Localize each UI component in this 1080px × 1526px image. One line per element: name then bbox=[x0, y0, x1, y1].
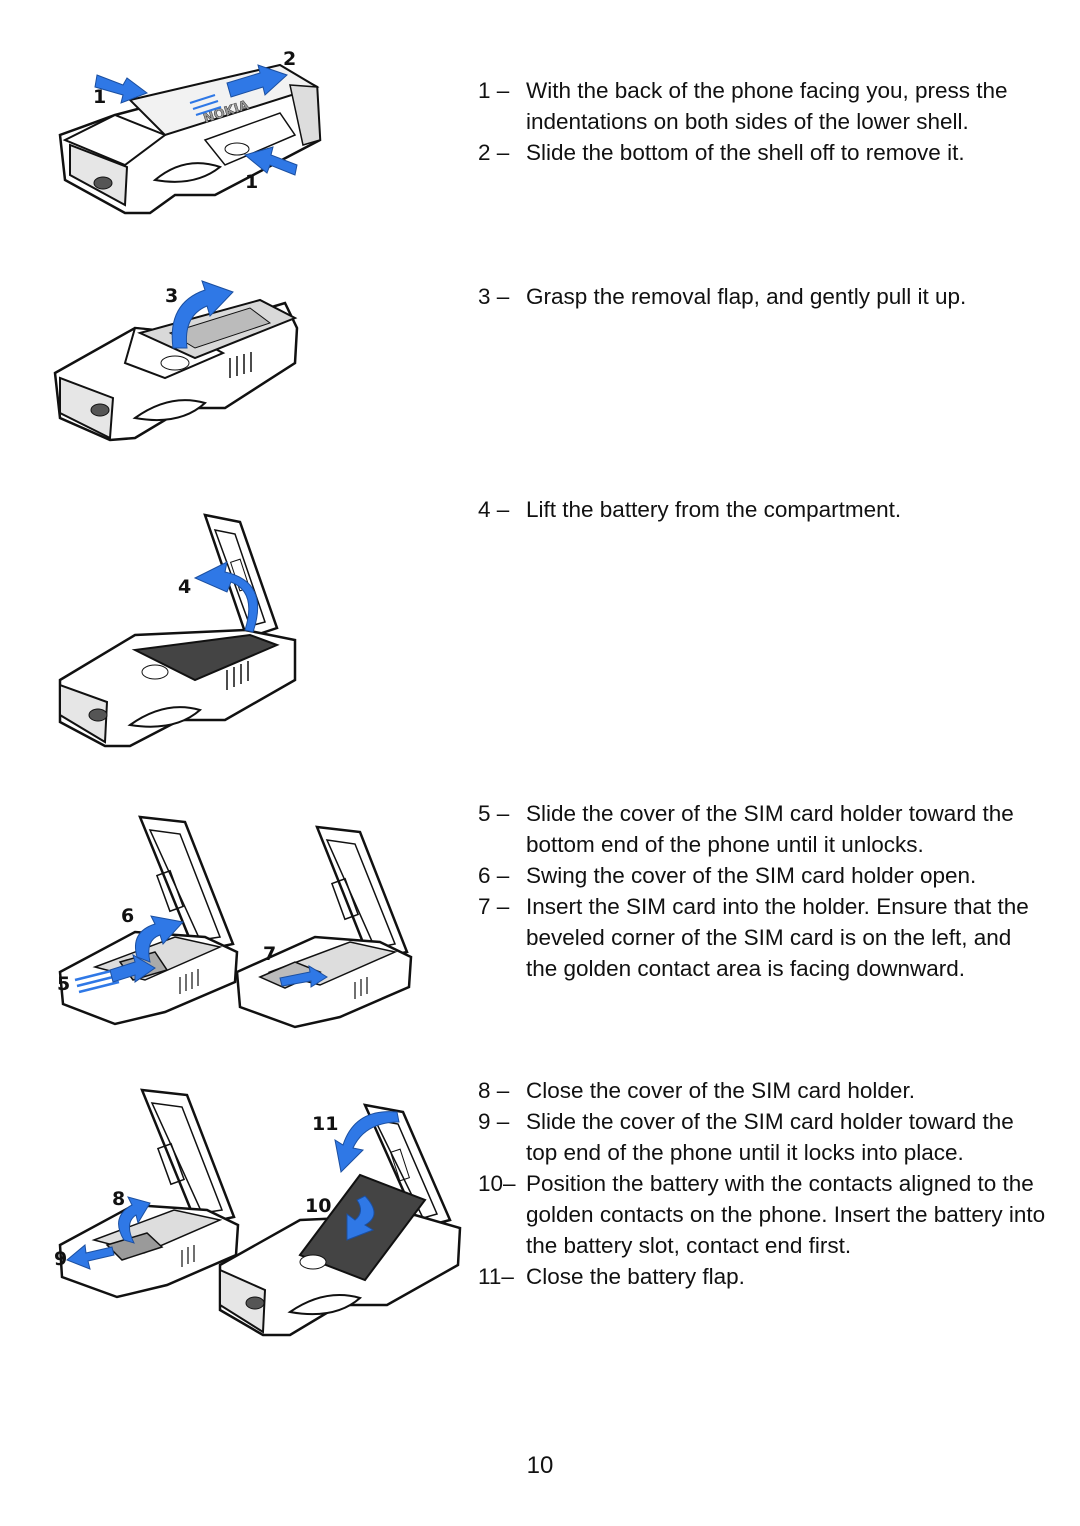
callout-4: 4 bbox=[178, 576, 191, 598]
step-text: Slide the bottom of the shell off to rem… bbox=[526, 140, 965, 165]
callout-10: 10 bbox=[305, 1195, 331, 1217]
callout-11: 11 bbox=[312, 1113, 338, 1135]
sim-card bbox=[258, 961, 322, 989]
step-9: 9 – Slide the cover of the SIM card holde… bbox=[478, 1106, 1048, 1168]
step-number: 8 – bbox=[478, 1078, 510, 1103]
figure-sim-open: 6 5 bbox=[55, 812, 240, 1027]
step-4: 4 – Lift the battery from the compartment… bbox=[478, 494, 1048, 525]
figure-lift-battery: 4 bbox=[55, 510, 305, 750]
arrow-icon bbox=[346, 1195, 375, 1241]
curved-arrow-icon bbox=[135, 915, 184, 963]
step-text: Close the cover of the SIM card holder. bbox=[526, 1078, 915, 1103]
arrow-icon bbox=[243, 146, 298, 176]
battery bbox=[131, 633, 280, 682]
step-text: With the back of the phone facing you, p… bbox=[526, 78, 1008, 134]
step-text: Slide the cover of the SIM card holder t… bbox=[526, 801, 1014, 857]
step-7: 7 – Insert the SIM card into the holder. … bbox=[478, 891, 1048, 984]
step-11: 11– Close the battery flap. bbox=[478, 1261, 1048, 1292]
callout-2: 2 bbox=[283, 48, 296, 70]
step-10: 10– Position the battery with the contact… bbox=[478, 1168, 1048, 1261]
step-number: 3 – bbox=[478, 284, 510, 309]
steps-group-3: 4 – Lift the battery from the compartment… bbox=[478, 494, 1048, 525]
callout-3: 3 bbox=[165, 285, 178, 307]
step-text: Position the battery with the contacts a… bbox=[526, 1171, 1046, 1258]
callout-6: 6 bbox=[121, 905, 134, 927]
page-number: 10 bbox=[526, 1452, 554, 1479]
arrow-icon bbox=[66, 1244, 115, 1270]
steps-group-5: 8 – Close the cover of the SIM card holde… bbox=[478, 1075, 1048, 1292]
arrow-icon bbox=[226, 64, 288, 98]
figure-battery-insert: 11 10 bbox=[215, 1100, 465, 1340]
step-number: 7 – bbox=[478, 894, 510, 919]
step-6: 6 – Swing the cover of the SIM card holde… bbox=[478, 860, 1048, 891]
step-text: Insert the SIM card into the holder. Ens… bbox=[526, 894, 1029, 981]
curved-arrow-icon bbox=[118, 1196, 151, 1244]
step-3: 3 – Grasp the removal flap, and gently pu… bbox=[478, 281, 1048, 312]
step-number: 9 – bbox=[478, 1109, 510, 1134]
arrow-icon bbox=[94, 74, 149, 104]
step-number: 6 – bbox=[478, 863, 510, 888]
callout-7: 7 bbox=[263, 943, 276, 965]
steps-group-2: 3 – Grasp the removal flap, and gently pu… bbox=[478, 281, 1048, 312]
step-number: 10– bbox=[478, 1171, 516, 1196]
callout-5: 5 bbox=[57, 973, 70, 995]
curved-arrow-icon bbox=[334, 1111, 400, 1174]
step-2: 2 – Slide the bottom of the shell off to … bbox=[478, 137, 1048, 168]
curved-arrow-icon bbox=[171, 280, 234, 349]
step-number: 4 – bbox=[478, 497, 510, 522]
figure-removal-flap: 3 bbox=[53, 278, 305, 448]
step-number: 5 – bbox=[478, 801, 510, 826]
figure-remove-shell: NOKIA 1 2 1 bbox=[55, 45, 335, 215]
step-number: 1 – bbox=[478, 78, 510, 103]
arrow-icon bbox=[109, 953, 156, 983]
callout-1b: 1 bbox=[245, 171, 258, 193]
steps-group-4: 5 – Slide the cover of the SIM card holde… bbox=[478, 798, 1048, 984]
callout-9: 9 bbox=[54, 1248, 67, 1270]
steps-group-1: 1 – With the back of the phone facing you… bbox=[478, 75, 1048, 168]
step-text: Grasp the removal flap, and gently pull … bbox=[526, 284, 967, 309]
step-8: 8 – Close the cover of the SIM card holde… bbox=[478, 1075, 1048, 1106]
callout-1a: 1 bbox=[93, 86, 106, 108]
figure-sim-close: 8 9 bbox=[52, 1085, 242, 1300]
step-5: 5 – Slide the cover of the SIM card holde… bbox=[478, 798, 1048, 860]
step-number: 11– bbox=[478, 1264, 514, 1289]
step-text: Slide the cover of the SIM card holder t… bbox=[526, 1109, 1014, 1165]
callout-8: 8 bbox=[112, 1188, 125, 1210]
step-text: Close the battery flap. bbox=[526, 1264, 745, 1289]
arrow-icon bbox=[279, 965, 328, 988]
curved-arrow-icon bbox=[193, 561, 259, 633]
step-text: Lift the battery from the compartment. bbox=[526, 497, 902, 522]
step-1: 1 – With the back of the phone facing you… bbox=[478, 75, 1048, 137]
figure-sim-insert: 7 bbox=[235, 822, 415, 1032]
step-text: Swing the cover of the SIM card holder o… bbox=[526, 863, 977, 888]
step-number: 2 – bbox=[478, 140, 510, 165]
